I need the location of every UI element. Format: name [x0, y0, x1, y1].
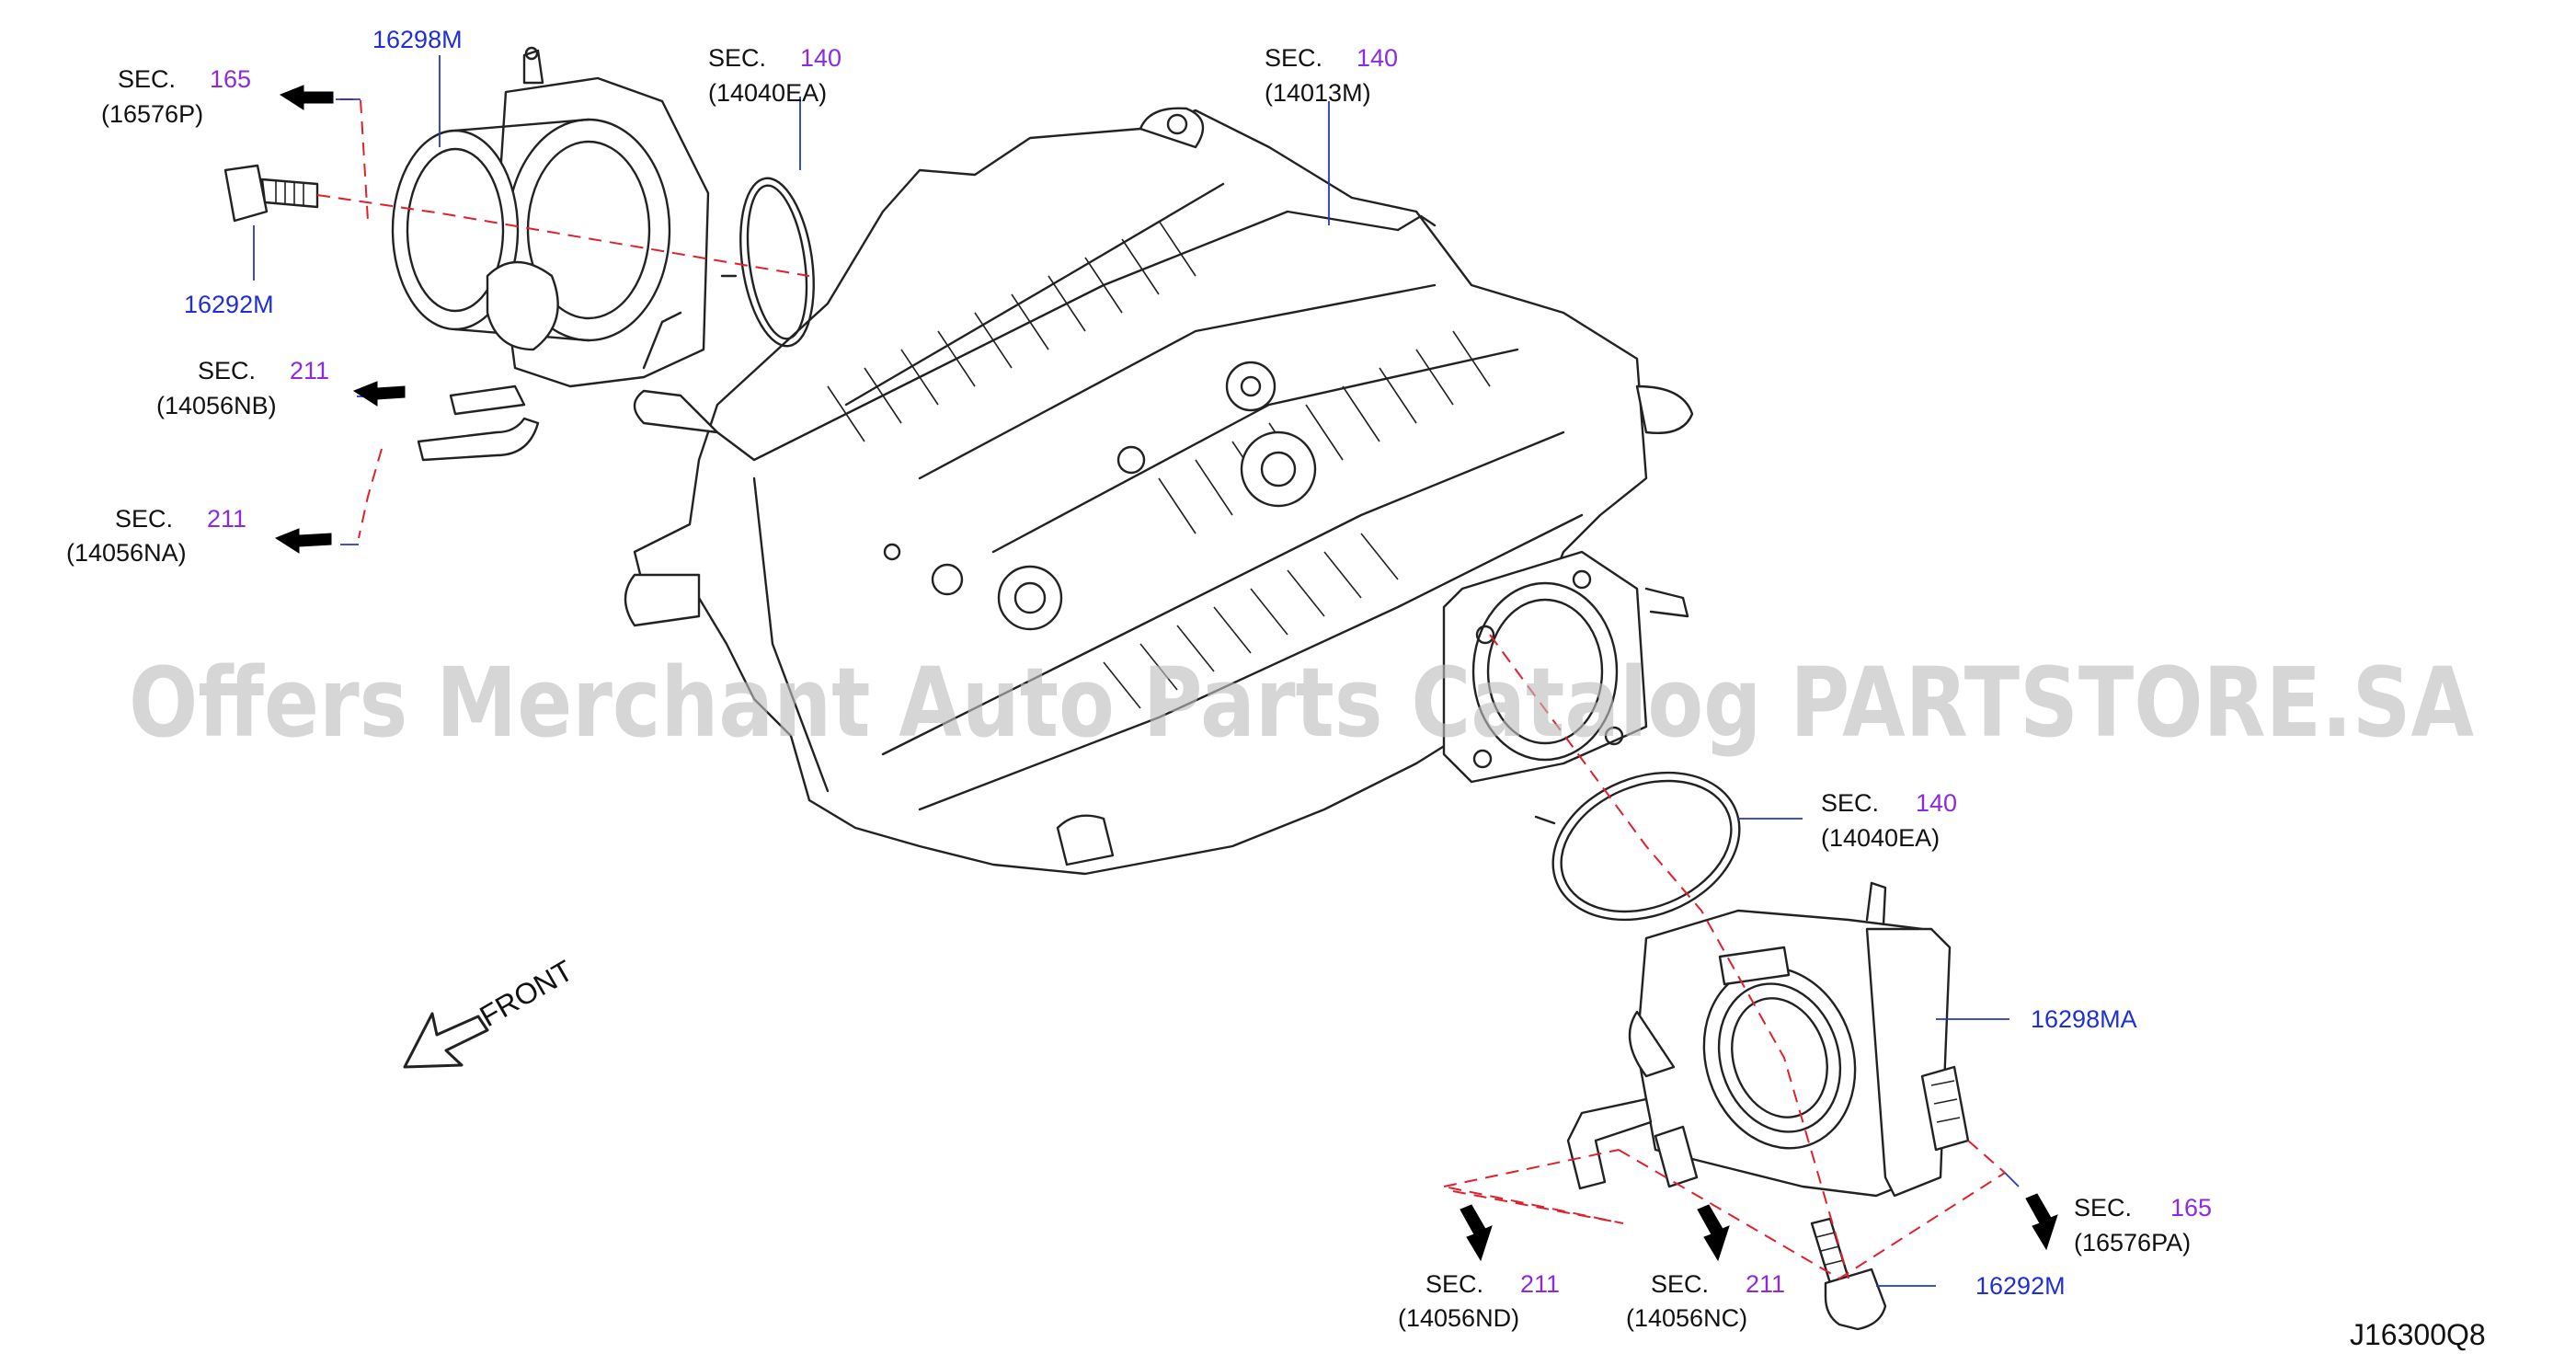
callout-sec211-nd[interactable]: SEC. 211 (14056ND)	[1398, 1270, 1560, 1332]
callout-sec140-gasket-bottom[interactable]: SEC. 140 (14040EA)	[1821, 789, 1957, 852]
intake-manifold-drawing	[624, 107, 1694, 876]
bolt-left-drawing	[223, 164, 319, 223]
sec-number: 140	[800, 44, 841, 72]
gasket-upper-drawing	[720, 177, 815, 348]
arrow-sec165-top	[279, 85, 334, 110]
arrow-sec211-nc	[1697, 1204, 1730, 1262]
throttle-body-right-drawing	[1566, 881, 1970, 1198]
part-number-bolt-right: 16292M	[1975, 1272, 2066, 1300]
callout-part-16292m-left[interactable]: 16292M	[184, 291, 274, 318]
arrow-sec165-bottom	[2025, 1193, 2058, 1251]
sec-number: 165	[2170, 1194, 2212, 1222]
callout-sec211-nc[interactable]: SEC. 211 (14056NC)	[1626, 1270, 1785, 1332]
sec-label: SEC.	[1265, 44, 1322, 72]
front-arrow	[403, 1012, 489, 1069]
callout-sec165-bottom[interactable]: SEC. 165 (16576PA)	[2074, 1194, 2212, 1256]
sec-ref: (14056NB)	[156, 392, 277, 419]
sec-label: SEC.	[2074, 1194, 2132, 1222]
sec-ref: (14040EA)	[1821, 824, 1940, 852]
callout-sec165-top[interactable]: SEC. 165 (16576P)	[101, 65, 251, 128]
callout-part-16298ma[interactable]: 16298MA	[2031, 1005, 2137, 1033]
callout-sec140-gasket-top[interactable]: SEC. 140 (14040EA)	[708, 44, 841, 107]
sec-ref: (14056ND)	[1398, 1304, 1519, 1332]
sec-number: 211	[290, 357, 329, 384]
arrow-sec211-nd	[1460, 1204, 1493, 1262]
sec-number: 140	[1916, 789, 1957, 817]
sec-label: SEC.	[1425, 1270, 1483, 1298]
watermark: Offers Merchant Auto Parts Catalog PARTS…	[129, 647, 2474, 759]
sec-label: SEC.	[198, 357, 256, 384]
sec-ref: (14013M)	[1265, 79, 1371, 107]
callout-sec211-nb[interactable]: SEC. 211 (14056NB)	[156, 357, 329, 419]
sec-label: SEC.	[708, 44, 766, 72]
callout-part-16298m[interactable]: 16298M	[372, 26, 463, 53]
sec-number: 211	[207, 505, 246, 533]
sec-label: SEC.	[115, 505, 173, 533]
arrow-sec211-nb	[352, 381, 406, 407]
callout-sec140-manifold[interactable]: SEC. 140 (14013M)	[1265, 44, 1398, 107]
sec-number: 211	[1746, 1270, 1785, 1298]
leader-lines	[253, 55, 2020, 1287]
sec-label: SEC.	[1821, 789, 1879, 817]
callout-part-16292m-right[interactable]: 16292M	[1975, 1272, 2066, 1300]
bolt-right-drawing	[1810, 1217, 1887, 1331]
part-number-bolt-left: 16292M	[184, 291, 274, 318]
part-number-throttle-left: 16298M	[372, 26, 463, 53]
sec-label: SEC.	[118, 65, 176, 93]
sec-ref: (16576PA)	[2074, 1229, 2191, 1256]
sec-number: 211	[1520, 1270, 1560, 1298]
arrow-sec211-na	[274, 528, 332, 554]
throttle-body-left-drawing	[391, 46, 710, 462]
gasket-lower-drawing	[1534, 771, 1741, 922]
direction-arrows	[274, 85, 2058, 1262]
callout-sec211-na[interactable]: SEC. 211 (14056NA)	[66, 505, 246, 567]
sec-ref: (14056NA)	[66, 539, 187, 567]
sec-number: 165	[210, 65, 251, 93]
sec-ref: (14056NC)	[1626, 1304, 1747, 1332]
sec-ref: (16576P)	[101, 100, 203, 128]
diagram-code: J16300Q8	[2350, 1318, 2486, 1351]
part-number-throttle-right: 16298MA	[2031, 1005, 2137, 1033]
sec-ref: (14040EA)	[708, 79, 827, 107]
sec-number: 140	[1357, 44, 1398, 72]
front-direction-label: FRONT	[475, 954, 578, 1033]
sec-label: SEC.	[1651, 1270, 1709, 1298]
